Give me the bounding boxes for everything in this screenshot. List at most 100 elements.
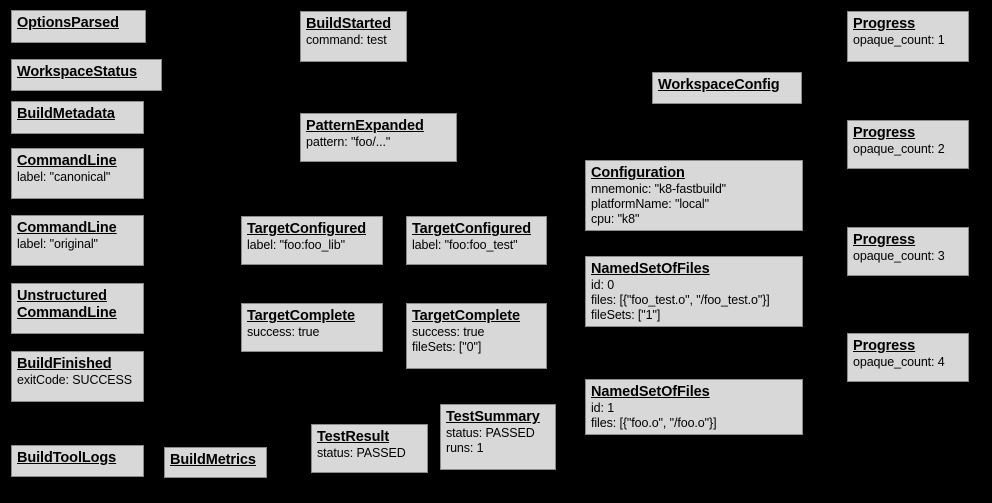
node-title-line: BuildFinished — [17, 356, 112, 372]
node-title-line: WorkspaceConfig — [658, 77, 780, 93]
node-property: opaque_count: 3 — [853, 249, 945, 263]
node-title: OptionsParsed — [17, 15, 140, 32]
node-build-metrics[interactable]: BuildMetrics — [164, 447, 267, 478]
node-workspace-status[interactable]: WorkspaceStatus — [11, 59, 162, 91]
node-property: mnemonic: "k8-fastbuild" — [591, 182, 727, 196]
node-title-line: BuildMetrics — [170, 452, 256, 468]
node-property: success: true — [247, 325, 320, 339]
node-title: TestSummary — [446, 409, 550, 426]
node-property: success: true — [412, 325, 485, 339]
node-title: TestResult — [317, 429, 422, 446]
node-title: TargetComplete — [247, 308, 377, 325]
node-build-tool-logs[interactable]: BuildToolLogs — [11, 445, 144, 477]
node-property: runs: 1 — [446, 441, 484, 455]
node-title-line: Progress — [853, 125, 916, 141]
node-title: Progress — [853, 125, 963, 142]
node-title-line: CommandLine — [17, 305, 117, 321]
node-property: exitCode: SUCCESS — [17, 373, 133, 387]
node-property: label: "original" — [17, 237, 98, 251]
node-title-line: TargetConfigured — [412, 221, 531, 237]
node-title: PatternExpanded — [306, 118, 451, 135]
node-title-line: BuildStarted — [306, 16, 392, 32]
node-title: Progress — [853, 232, 963, 249]
node-title-line: TargetConfigured — [247, 221, 366, 237]
node-title: NamedSetOfFiles — [591, 261, 797, 278]
node-title-line: Progress — [853, 16, 916, 32]
node-property: status: PASSED — [317, 446, 406, 460]
node-title-line: TestSummary — [446, 409, 540, 425]
node-title: NamedSetOfFiles — [591, 384, 797, 401]
node-title-line: WorkspaceStatus — [17, 64, 137, 80]
node-title: BuildFinished — [17, 356, 138, 373]
node-property: fileSets: ["0"] — [412, 340, 482, 354]
node-property: opaque_count: 2 — [853, 142, 945, 156]
node-workspace-config[interactable]: WorkspaceConfig — [652, 72, 802, 104]
node-property: platformName: "local" — [591, 197, 709, 211]
node-property: opaque_count: 4 — [853, 355, 945, 369]
node-title-line: CommandLine — [17, 153, 117, 169]
node-title-line: TargetComplete — [247, 308, 355, 324]
node-property: cpu: "k8" — [591, 212, 640, 226]
node-property: files: [{"foo.o", "/foo.o"}] — [591, 416, 717, 430]
node-property: label: "foo:foo_test" — [412, 238, 518, 252]
node-build-metadata[interactable]: BuildMetadata — [11, 101, 144, 134]
node-title: BuildToolLogs — [17, 450, 138, 467]
node-title-line: Configuration — [591, 165, 685, 181]
node-title-line: BuildToolLogs — [17, 450, 117, 466]
node-title-line: NamedSetOfFiles — [591, 261, 710, 277]
node-title-line: PatternExpanded — [306, 118, 424, 134]
node-title-line: TargetComplete — [412, 308, 520, 324]
node-title: WorkspaceConfig — [658, 77, 796, 94]
node-title: TargetConfigured — [412, 221, 541, 238]
node-title: BuildStarted — [306, 16, 401, 33]
node-property: status: PASSED — [446, 426, 535, 440]
node-title-line: TestResult — [317, 429, 390, 445]
node-property: id: 1 — [591, 401, 615, 415]
node-title-line: Unstructured — [17, 288, 107, 304]
node-title-line: CommandLine — [17, 220, 117, 236]
node-property: label: "foo:foo_lib" — [247, 238, 345, 252]
node-title-line: BuildMetadata — [17, 106, 115, 122]
node-title-line: OptionsParsed — [17, 15, 119, 31]
node-property: label: "canonical" — [17, 170, 111, 184]
node-property: files: [{"foo_test.o", "/foo_test.o"}] — [591, 293, 770, 307]
node-property: command: test — [306, 33, 387, 47]
node-title: TargetConfigured — [247, 221, 377, 238]
node-title: BuildMetadata — [17, 106, 138, 123]
node-property: id: 0 — [591, 278, 615, 292]
node-property: pattern: "foo/..." — [306, 135, 391, 149]
node-title: WorkspaceStatus — [17, 64, 156, 81]
node-title: Progress — [853, 338, 963, 355]
node-title-line: Progress — [853, 232, 916, 248]
node-title: Configuration — [591, 165, 797, 182]
node-title-line: Progress — [853, 338, 916, 354]
node-title: CommandLine — [17, 220, 138, 237]
node-title: CommandLine — [17, 153, 138, 170]
node-title-line: NamedSetOfFiles — [591, 384, 710, 400]
node-property: fileSets: ["1"] — [591, 308, 661, 322]
node-title: Progress — [853, 16, 963, 33]
node-property: opaque_count: 1 — [853, 33, 945, 47]
node-options-parsed[interactable]: OptionsParsed — [11, 10, 146, 43]
node-title: TargetComplete — [412, 308, 541, 325]
